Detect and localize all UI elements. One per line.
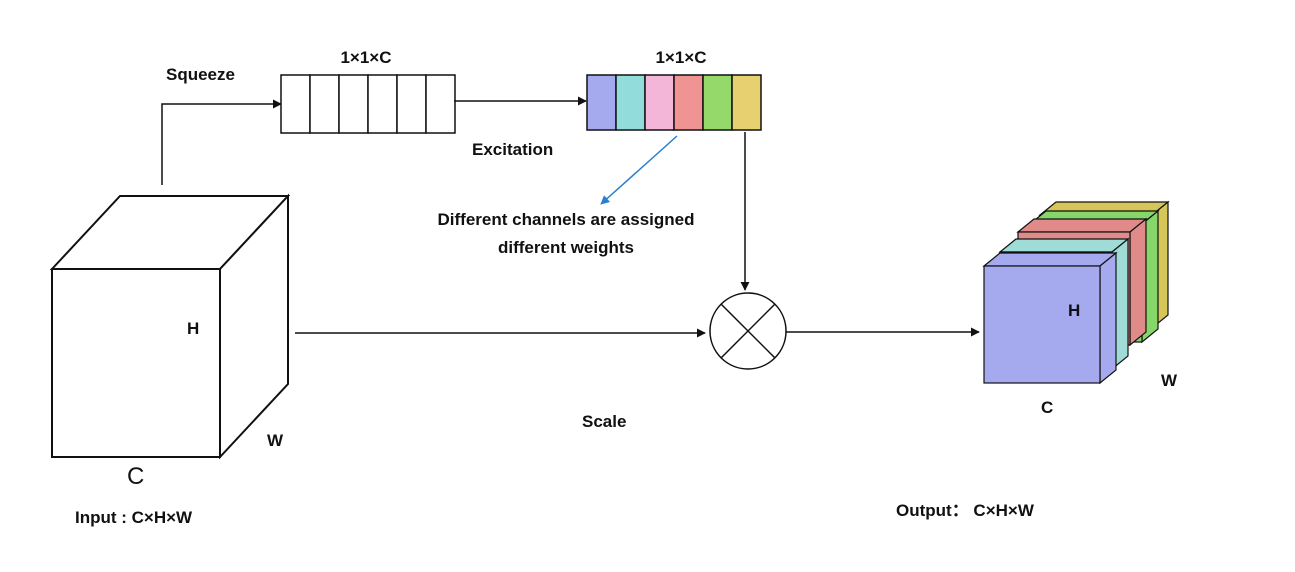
scale-label: Scale [582,412,626,431]
output-layer-side [1099,251,1117,385]
output-h-label: H [1068,301,1080,320]
output-layer-front [983,265,1101,384]
multiply-cross-b [720,303,776,359]
squeeze-cell [396,74,427,134]
squeeze-cell [367,74,398,134]
input-h-label: H [187,319,199,338]
input-w-label: W [267,431,284,450]
excitation-cell [644,74,675,131]
input-c-label: C [127,463,144,490]
excitation-dims-label: 1×1×C [655,48,706,67]
multiply-operator [709,292,787,370]
squeeze-cell [309,74,340,134]
excitation-cell [615,74,646,131]
excitation-cell [673,74,704,131]
weights-note-line1: Different channels are assigned [438,210,695,229]
output-caption: Output： C×H×W [896,501,1035,520]
excitation-cell [731,74,762,131]
squeeze-label: Squeeze [166,65,235,84]
output-stack [982,200,1170,385]
squeeze-cell [425,74,456,134]
excitation-cell [702,74,733,131]
output-layer-top [982,252,1118,267]
output-w-label: W [1161,371,1178,390]
excitation-cell [586,74,617,131]
squeeze-cell [280,74,311,134]
output-c-label: C [1041,398,1053,417]
weights-note-line2: different weights [498,238,634,257]
output-layer-top [1016,218,1148,233]
weights-note-arrow [600,135,678,205]
input-cube-front-face [51,268,221,458]
squeeze-arrow [161,99,282,185]
squeeze-cell [338,74,369,134]
output-layer-side [1129,217,1147,347]
output-channel-layer [982,251,1118,385]
excitation-label: Excitation [472,140,553,159]
input-cube [49,193,291,460]
excitation-vector [586,74,762,131]
input-caption: Input : C×H×W [75,508,193,527]
output-layer-top [998,238,1130,253]
squeeze-vector [280,74,456,134]
squeeze-dims-label: 1×1×C [340,48,391,67]
